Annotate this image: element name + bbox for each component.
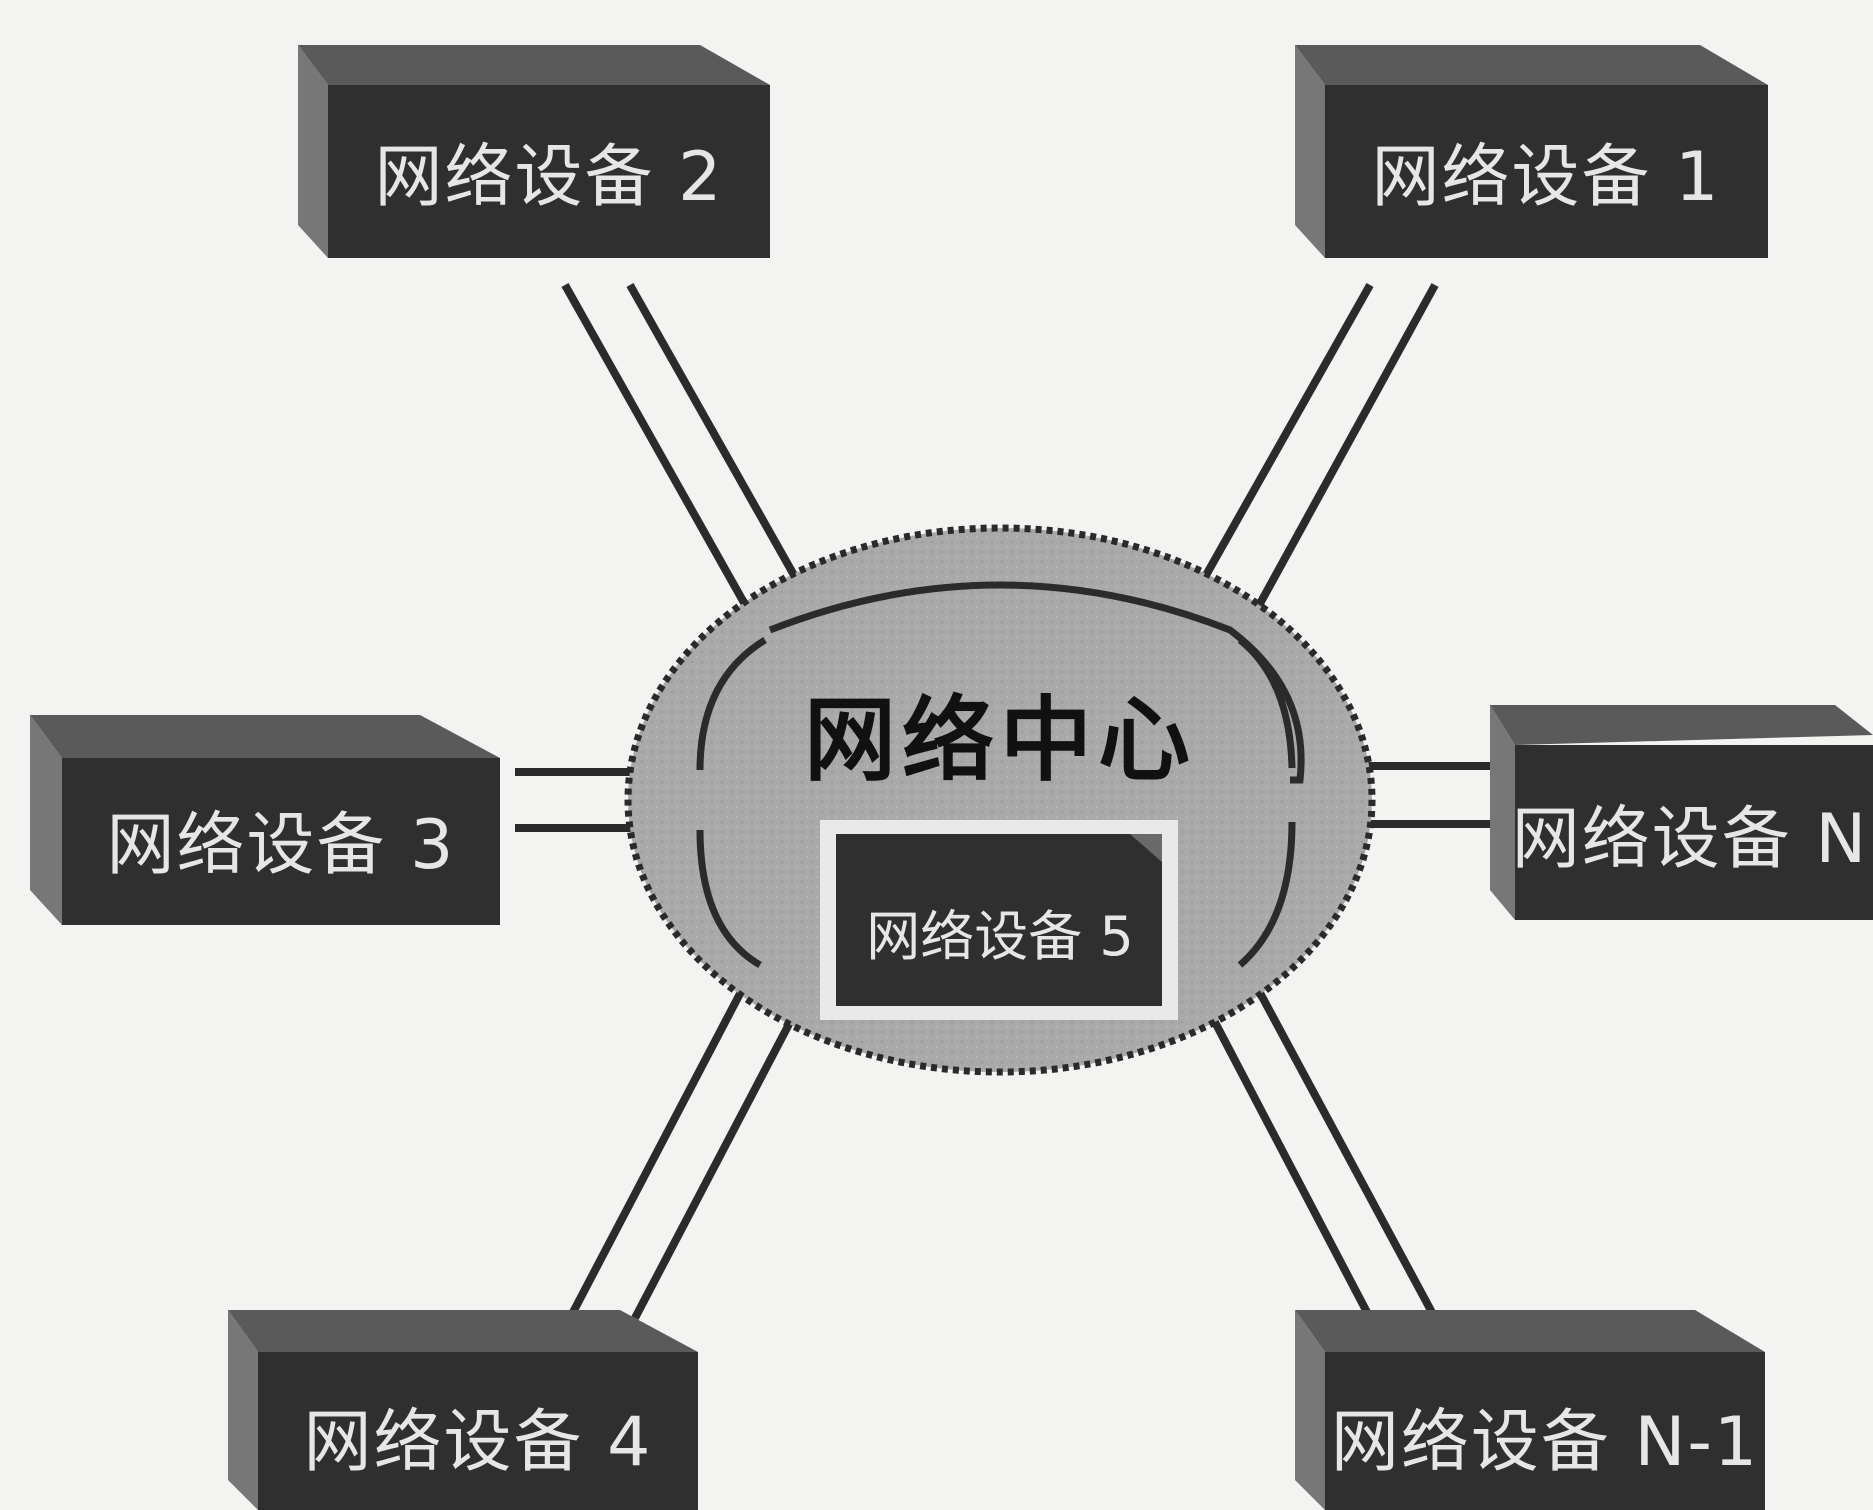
device-2-label: 网络设备 2	[375, 138, 724, 217]
device-2-box: 网络设备 2	[298, 45, 770, 258]
device-4-side	[228, 1310, 258, 1510]
device-1-label: 网络设备 1	[1372, 138, 1721, 217]
device-3-box: 网络设备 3	[30, 715, 500, 925]
center-inner-ring	[768, 581, 1305, 784]
device-3-front	[62, 758, 500, 925]
link-device-2-a	[561, 283, 769, 642]
device-4-label: 网络设备 4	[304, 1403, 653, 1482]
center-cloud	[624, 524, 1376, 1076]
device-n-1-front	[1325, 1352, 1765, 1510]
device-n-front	[1515, 745, 1873, 920]
center-label: 网络中心	[804, 687, 1196, 794]
device-1-front	[1325, 85, 1768, 258]
device-n-side	[1490, 705, 1515, 920]
device-n-1-top	[1295, 1310, 1765, 1352]
device-1-top	[1295, 45, 1768, 85]
center-inner-ring-right-top	[1237, 637, 1296, 769]
device-5-box: 网络设备 5	[820, 820, 1178, 1020]
center-inner-ring-left-top	[696, 637, 767, 771]
device-n-label: 网络设备 N	[1512, 800, 1868, 879]
device-n-box: 网络设备 N	[1490, 705, 1873, 920]
link-device-n-1-b	[1241, 963, 1439, 1320]
device-1-side	[1295, 45, 1325, 258]
device-4-box: 网络设备 4	[228, 1310, 698, 1510]
device-5-body	[836, 834, 1162, 1006]
center-inner-ring-left-bottom	[696, 829, 762, 969]
device-1-box: 网络设备 1	[1295, 45, 1768, 258]
device-n-top	[1490, 705, 1873, 745]
device-3-label: 网络设备 3	[107, 806, 456, 885]
link-device-4-a	[566, 963, 759, 1320]
center-inner-ring-right-bottom	[1237, 821, 1296, 968]
device-n-1-label: 网络设备 N-1	[1331, 1403, 1759, 1482]
link-device-1-b	[1236, 283, 1439, 642]
device-n-1-box: 网络设备 N-1	[1295, 1310, 1765, 1510]
device-2-side	[298, 45, 328, 258]
device-4-top	[228, 1310, 698, 1352]
device-5-label: 网络设备 5	[866, 905, 1134, 968]
device-5-corner	[1130, 834, 1162, 862]
device-3-side	[30, 715, 62, 925]
device-n-1-side	[1295, 1310, 1325, 1510]
device-4-front	[258, 1352, 698, 1510]
device-3-top	[30, 715, 500, 758]
device-2-top	[298, 45, 770, 85]
device-2-front	[328, 85, 770, 258]
network-center: 网络中心 网络设备 5	[624, 524, 1376, 1076]
